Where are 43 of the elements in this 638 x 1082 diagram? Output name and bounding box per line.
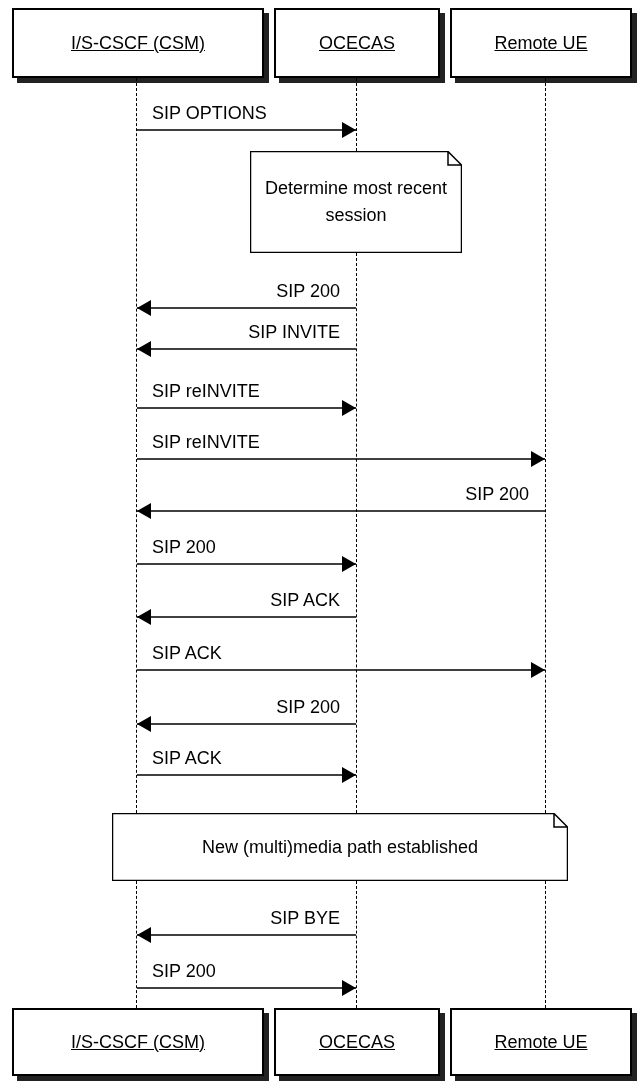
- message-arrow: [136, 451, 546, 467]
- message-arrow: [136, 503, 546, 519]
- edge-label: SIP 200: [276, 696, 340, 718]
- message-arrow: [136, 556, 357, 572]
- edge-label: SIP 200: [152, 960, 216, 982]
- message-arrow: [136, 122, 357, 138]
- edge-label: SIP ACK: [270, 589, 340, 611]
- edge-label: SIP reINVITE: [152, 431, 260, 453]
- participant-name: I/S-CSCF (CSM): [71, 31, 205, 55]
- message-arrow: [136, 980, 357, 996]
- message-arrow: [136, 609, 357, 625]
- lifeline: [136, 881, 137, 1008]
- note: [250, 151, 462, 253]
- participant-name: Remote UE: [494, 31, 588, 55]
- participant-name: OCECAS: [319, 1030, 395, 1054]
- note-text: New (multi)media path established: [201, 835, 479, 859]
- lifeline: [136, 78, 137, 813]
- participant-name: Remote UE: [494, 1030, 588, 1054]
- edge-label: SIP BYE: [270, 907, 340, 929]
- note: [112, 813, 568, 881]
- lifeline: [356, 881, 357, 1008]
- message-arrow: [136, 927, 357, 943]
- message-arrow: [136, 400, 357, 416]
- lifeline: [545, 78, 546, 813]
- message-arrow: [136, 662, 546, 678]
- edge-label: SIP 200: [465, 483, 529, 505]
- message-arrow: [136, 767, 357, 783]
- message-arrow: [136, 716, 357, 732]
- edge-label: SIP reINVITE: [152, 380, 260, 402]
- edge-label: SIP 200: [276, 280, 340, 302]
- message-arrow: [136, 300, 357, 316]
- lifeline: [356, 253, 357, 813]
- lifeline: [545, 881, 546, 1008]
- lifeline: [356, 78, 357, 151]
- participant-name: I/S-CSCF (CSM): [71, 1030, 205, 1054]
- message-arrow: [136, 341, 357, 357]
- participant-name: OCECAS: [319, 31, 395, 55]
- edge-label: SIP OPTIONS: [152, 102, 267, 124]
- note-text: Determine most recent session: [263, 177, 449, 227]
- edge-label: SIP ACK: [152, 747, 222, 769]
- edge-label: SIP ACK: [152, 642, 222, 664]
- edge-label: SIP INVITE: [248, 321, 340, 343]
- edge-label: SIP 200: [152, 536, 216, 558]
